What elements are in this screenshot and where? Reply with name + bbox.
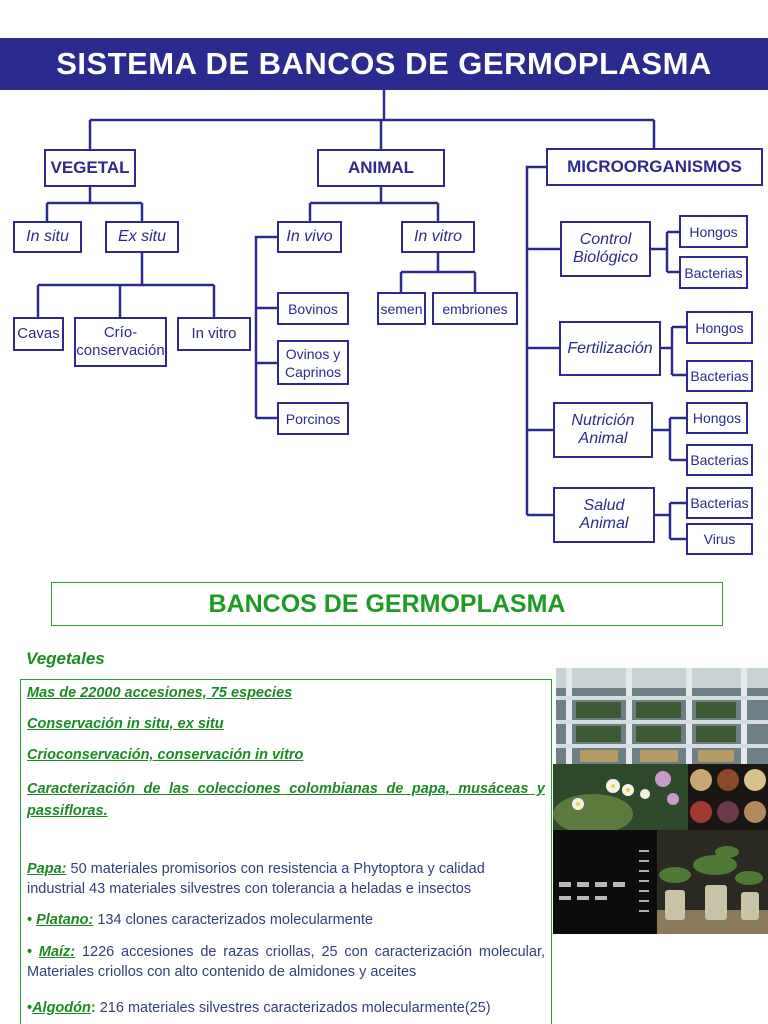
control-line-1: Control: [579, 231, 632, 248]
dna-gel-photo: [553, 830, 657, 934]
salud-animal-node: Salud Animal: [553, 487, 655, 543]
hongos-node: Hongos: [679, 215, 748, 248]
ovinos-line-1: Ovinos y: [285, 345, 341, 362]
microorganismos-node: MICROORGANISMOS: [546, 148, 763, 186]
algodon-text: 216 materiales silvestres caracterizados…: [95, 1000, 491, 1016]
plants-in-vitro-photo: [657, 830, 768, 934]
salud-line-1: Salud: [583, 497, 625, 514]
hongos-node: Hongos: [686, 402, 748, 434]
ovinos-caprinos-node: Ovinos y Caprinos: [277, 340, 349, 385]
vegetal-in-vitro-node: In vitro: [177, 317, 251, 351]
section-title: BANCOS DE GERMOPLASMA: [51, 582, 723, 626]
colon: :: [90, 1000, 96, 1016]
flowers-photo: [553, 764, 688, 830]
papa-key: Papa:: [27, 861, 67, 877]
cavas-node: Cavas: [13, 317, 64, 351]
nutricion-line-1: Nutrición: [571, 412, 635, 429]
vegetales-text-box: [20, 679, 552, 1024]
crioconservacion-node: Crío- conservación: [74, 317, 167, 367]
platano-text: 134 clones caracterizados molecularmente: [93, 912, 373, 928]
bullet: •: [27, 1000, 33, 1016]
vegetales-heading: Vegetales: [26, 649, 105, 668]
maiz-key: Maíz:: [38, 944, 76, 960]
highlight-line: Crioconservación, conservación in vitro: [27, 747, 304, 763]
papa-paragraph: Papa: 50 materiales promisorios con resi…: [27, 859, 545, 899]
highlight-line: Mas de 22000 accesiones, 75 especies: [27, 685, 293, 701]
connector-lines: [36, 90, 686, 541]
vegetal-node: VEGETAL: [44, 149, 136, 187]
platano-key: Platano:: [36, 912, 94, 928]
bovinos-node: Bovinos: [277, 292, 349, 325]
control-line-2: Biológico: [573, 249, 638, 266]
fertilizacion-node: Fertilización: [559, 321, 661, 376]
highlight-line: Caracterización de las colecciones colom…: [27, 781, 545, 819]
porcinos-node: Porcinos: [277, 402, 349, 435]
maiz-paragraph: • Maíz: 1226 accesiones de razas criolla…: [27, 942, 545, 982]
maiz-text: 1226 accesiones de razas criollas, 25 co…: [27, 944, 545, 980]
algodon-paragraph: •Algodón: 216 materiales silvestres cara…: [27, 998, 545, 1018]
salud-line-2: Animal: [579, 515, 629, 532]
nutricion-animal-node: Nutrición Animal: [553, 402, 653, 458]
hongos-node: Hongos: [686, 311, 753, 344]
in-vivo-node: In vivo: [277, 221, 342, 253]
animal-node: ANIMAL: [317, 149, 445, 187]
bacterias-node: Bacterias: [686, 487, 753, 519]
control-biologico-node: Control Biológico: [560, 221, 651, 277]
crio-line-2: conservación: [76, 342, 165, 359]
animal-in-vitro-node: In vitro: [401, 221, 475, 253]
ex-situ-node: Ex situ: [105, 221, 179, 253]
ovinos-line-2: Caprinos: [284, 363, 342, 380]
bacterias-node: Bacterias: [686, 444, 753, 476]
embriones-node: embriones: [432, 292, 518, 325]
algodon-key: Algodón: [32, 1000, 91, 1016]
seed-samples-photo: [688, 764, 768, 830]
bullet: •: [27, 912, 33, 928]
highlight-line: Conservación in situ, ex situ: [27, 716, 224, 732]
platano-paragraph: • Platano: 134 clones caracterizados mol…: [27, 910, 545, 930]
bullet: •: [27, 944, 33, 960]
papa-text: 50 materiales promisorios con resistenci…: [27, 861, 485, 897]
semen-node: semen: [377, 292, 426, 325]
bacterias-node: Bacterias: [679, 256, 748, 289]
bacterias-node: Bacterias: [686, 360, 753, 392]
in-situ-node: In situ: [13, 221, 82, 253]
germplasm-shelves-photo: [556, 668, 768, 764]
virus-node: Virus: [686, 523, 753, 555]
nutricion-line-2: Animal: [578, 430, 628, 447]
page-title: SISTEMA DE BANCOS DE GERMOPLASMA: [0, 38, 768, 90]
crio-line-1: Crío-: [103, 324, 138, 341]
